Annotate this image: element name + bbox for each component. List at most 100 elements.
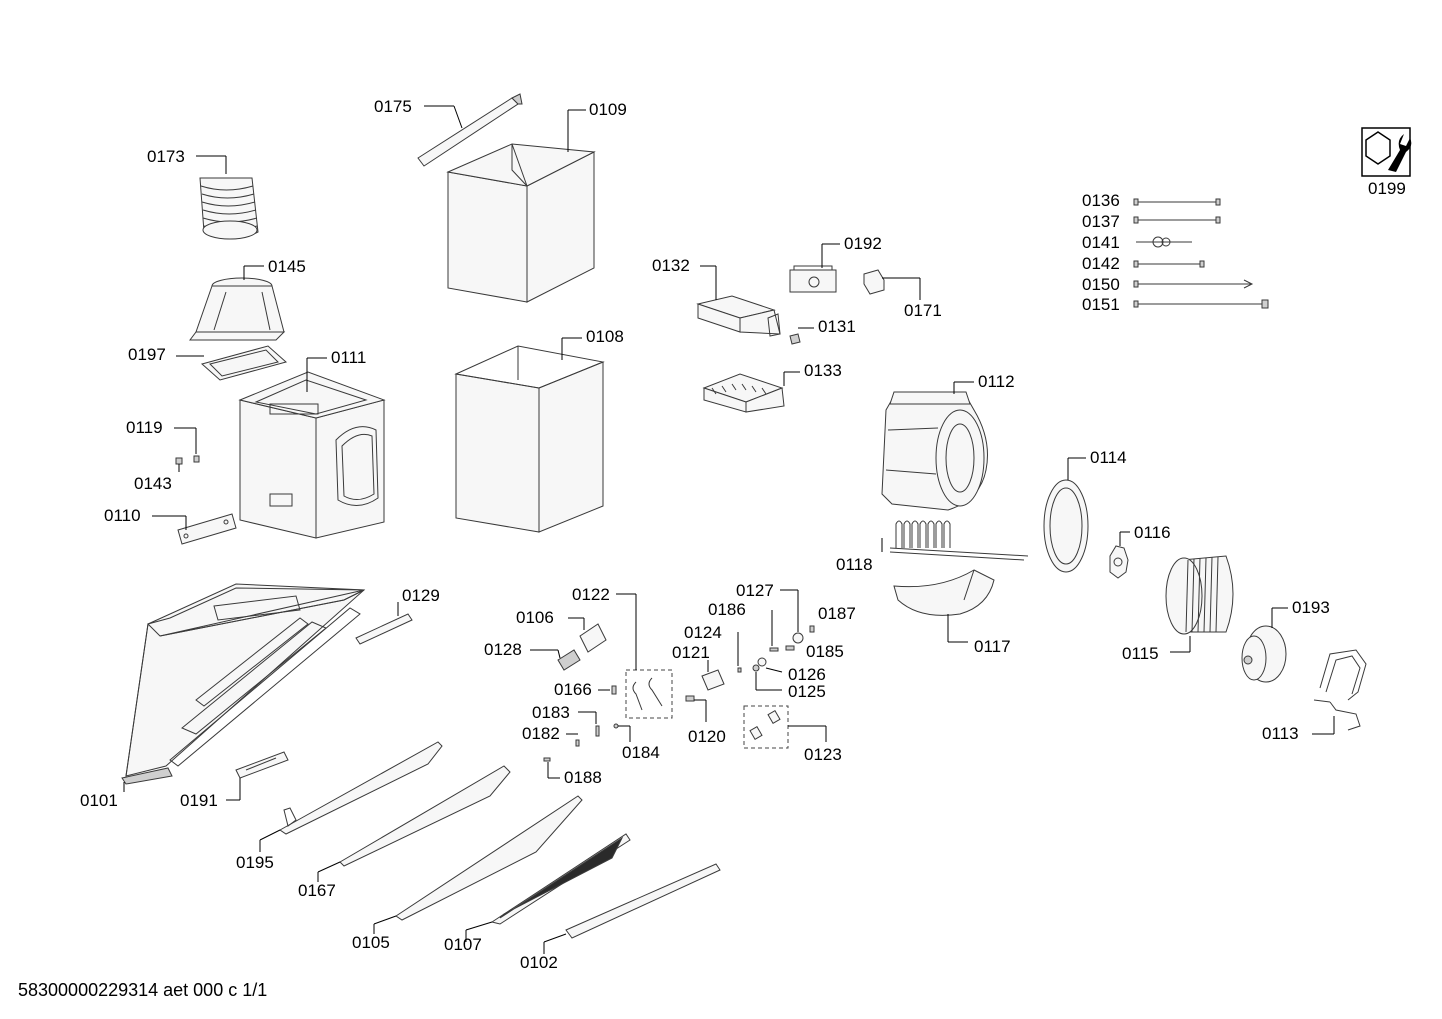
part-0121-connector[interactable]: 0121	[672, 643, 725, 691]
part-0106-switch-bracket[interactable]: 0106	[516, 608, 607, 653]
label-0173: 0173	[147, 147, 185, 166]
part-0142-cable[interactable]: 0142	[1082, 254, 1205, 273]
part-0150-cable[interactable]: 0150	[1082, 275, 1254, 294]
label-0115: 0115	[1122, 644, 1159, 663]
label-0132: 0132	[652, 256, 690, 275]
label-0121: 0121	[672, 643, 710, 662]
label-0182: 0182	[522, 724, 560, 743]
label-0150: 0150	[1082, 275, 1120, 294]
label-0193: 0193	[1292, 598, 1330, 617]
part-0197-gasket[interactable]: 0197	[128, 345, 288, 381]
label-0136: 0136	[1082, 191, 1120, 210]
part-0123-fuses[interactable]: 0123	[743, 705, 842, 764]
label-0113: 0113	[1262, 724, 1299, 743]
label-0117: 0117	[974, 637, 1011, 656]
part-0188-screw[interactable]: 0188	[543, 757, 602, 787]
label-0186: 0186	[708, 600, 746, 619]
label-0123: 0123	[804, 745, 842, 764]
part-0193-motor[interactable]: 0193	[1241, 598, 1330, 683]
part-0101-hood-body[interactable]: 0101	[80, 583, 366, 810]
label-0102: 0102	[520, 953, 558, 972]
part-0118-heating-element[interactable]: 0118	[836, 520, 1029, 574]
part-0145-air-outlet[interactable]: 0145	[189, 257, 306, 341]
part-0113-motor-bracket[interactable]: 0113	[1262, 649, 1367, 743]
label-0141: 0141	[1082, 233, 1120, 252]
part-0199-wrench-icon[interactable]: 0199	[1361, 127, 1412, 198]
label-0131: 0131	[818, 317, 856, 336]
part-0120-screw[interactable]: 0120	[685, 695, 726, 746]
part-0124-pin[interactable]: 0124	[684, 623, 742, 673]
label-0109: 0109	[589, 100, 627, 119]
label-0192: 0192	[844, 234, 882, 253]
part-0195-glass-panel[interactable]: 0195	[236, 741, 443, 872]
part-0122-hooks[interactable]: 0122	[572, 585, 673, 719]
part-0143-nut[interactable]: 0143	[134, 457, 183, 493]
part-0108-lower-chimney[interactable]: 0108	[454, 327, 624, 533]
part-0105-front-panel[interactable]: 0105	[352, 795, 583, 952]
part-0102-trim-strip[interactable]: 0102	[520, 863, 721, 972]
part-0116-impeller-hub[interactable]: 0116	[1109, 523, 1171, 579]
part-0110-mounting-bracket[interactable]: 0110	[104, 506, 237, 545]
document-id-footer: 58300000229314 aet 000 c 1/1	[18, 980, 268, 1000]
part-0184-screw[interactable]: 0184	[613, 723, 660, 762]
part-0175-bracket[interactable]: 0175	[374, 93, 523, 167]
part-0115-fan-wheel[interactable]: 0115	[1122, 555, 1234, 663]
part-0173-flexible-duct[interactable]: 0173	[147, 147, 259, 240]
part-0171-relay[interactable]: 0171	[863, 269, 942, 320]
part-0129-strip[interactable]: 0129	[355, 586, 440, 645]
part-0137-cable[interactable]: 0137	[1082, 212, 1221, 231]
part-0131-clip[interactable]: 0131	[789, 317, 856, 345]
part-0133-cable-tray[interactable]: 0133	[702, 361, 842, 413]
part-0182-pin[interactable]: 0182	[522, 724, 580, 747]
label-0127: 0127	[736, 581, 774, 600]
part-0112-fan-housing[interactable]: 0112	[881, 372, 1015, 511]
label-0112: 0112	[978, 372, 1015, 391]
label-0114: 0114	[1090, 448, 1127, 467]
label-0195: 0195	[236, 853, 274, 872]
part-0167-panel[interactable]: 0167	[298, 765, 511, 900]
part-0192-control-board[interactable]: 0192	[789, 234, 882, 293]
part-0166-clip[interactable]: 0166	[554, 680, 617, 699]
part-0111-motor-housing[interactable]: 0111	[238, 348, 386, 539]
label-0124: 0124	[684, 623, 722, 642]
part-0132-electronics-housing[interactable]: 0132	[652, 256, 781, 337]
part-0125-nut[interactable]: 0125	[752, 664, 826, 701]
part-0127-knob[interactable]: 0127	[736, 581, 804, 644]
part-0141-cable[interactable]: 0141	[1082, 233, 1192, 252]
label-0175: 0175	[374, 97, 412, 116]
label-0171: 0171	[904, 301, 942, 320]
part-0185-washer[interactable]: 0185	[785, 642, 844, 661]
part-0183-pin[interactable]: 0183	[532, 703, 600, 737]
part-0126-nut[interactable]: 0126	[757, 657, 826, 684]
label-0151: 0151	[1082, 295, 1120, 314]
part-0186-screw[interactable]: 0186	[708, 600, 779, 652]
part-0109-upper-chimney[interactable]: 0109	[446, 100, 627, 303]
label-0101: 0101	[80, 791, 118, 810]
label-0105: 0105	[352, 933, 390, 952]
label-0120: 0120	[688, 727, 726, 746]
part-0187-screw[interactable]: 0187	[809, 604, 856, 633]
part-0107-grease-filter[interactable]: 0107	[444, 833, 631, 954]
part-0119-screw[interactable]: 0119	[126, 418, 200, 463]
label-0199: 0199	[1368, 179, 1406, 198]
label-0185: 0185	[806, 642, 844, 661]
label-0197: 0197	[128, 345, 166, 364]
part-0191-light[interactable]: 0191	[180, 751, 289, 810]
part-0128-switch[interactable]: 0128	[484, 640, 581, 671]
label-0126: 0126	[788, 665, 826, 684]
part-0114-intake-ring[interactable]: 0114	[1043, 448, 1127, 573]
label-0133: 0133	[804, 361, 842, 380]
label-0188: 0188	[564, 768, 602, 787]
label-0122: 0122	[572, 585, 610, 604]
label-0118: 0118	[836, 555, 873, 574]
label-0111: 0111	[331, 348, 366, 367]
part-0136-cable[interactable]: 0136	[1082, 191, 1221, 210]
label-0119: 0119	[126, 418, 163, 437]
label-0184: 0184	[622, 743, 660, 762]
label-0110: 0110	[104, 506, 141, 525]
label-0183: 0183	[532, 703, 570, 722]
part-0117-air-deflector[interactable]: 0117	[893, 569, 1011, 656]
label-0143: 0143	[134, 474, 172, 493]
part-0151-cable[interactable]: 0151	[1082, 295, 1269, 314]
label-0108: 0108	[586, 327, 624, 346]
